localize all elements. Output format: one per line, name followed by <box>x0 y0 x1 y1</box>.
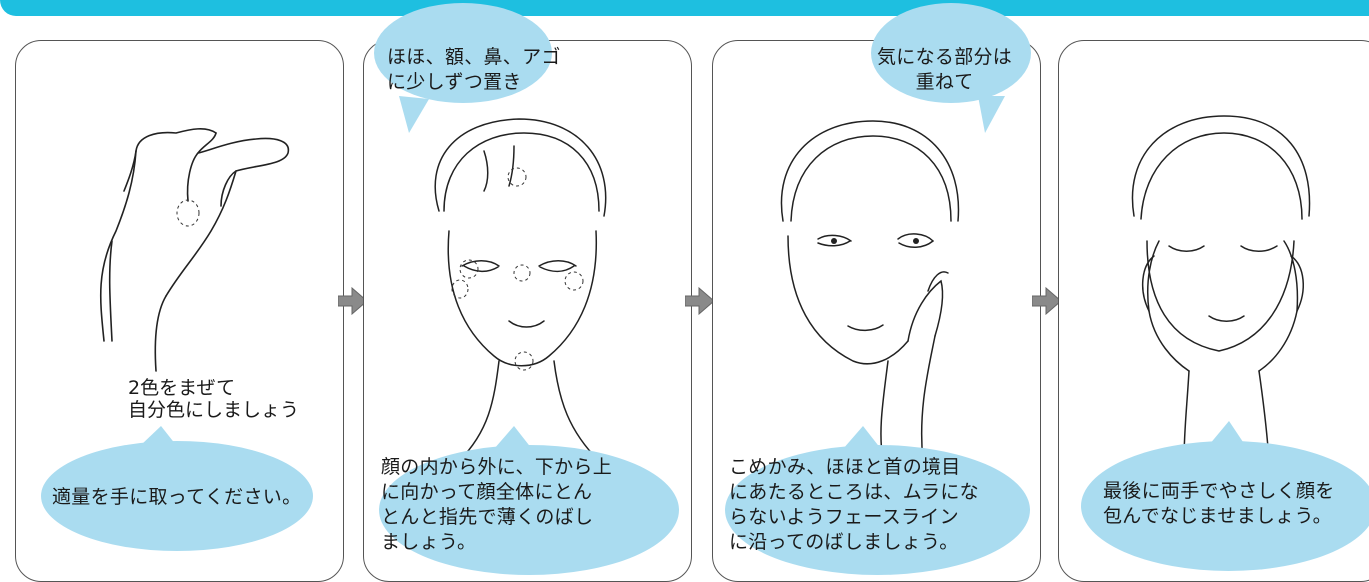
step-caption: こめかみ、ほほと首の境目 にあたるところは、ムラにな らないようフェースライン … <box>729 456 979 553</box>
top-bubble-text: 気になる部分は 重ねて <box>877 46 1013 93</box>
top-bubble-tail <box>399 96 429 133</box>
caption-bubble <box>725 445 1030 575</box>
face-illustration-hands <box>1131 115 1311 462</box>
top-bubble-tail <box>978 96 1005 133</box>
bubble-tail <box>141 426 176 445</box>
step-caption: 顔の内から外に、下から上 に向かって顔全体にとん とんと指先で薄くのばし ましょ… <box>381 456 613 553</box>
face-illustration-temple <box>780 120 960 462</box>
arrow-right-icon <box>338 287 368 315</box>
step-panel-1: 2色をまぜて 自分色にしましょう 適量を手に取ってください。 <box>15 40 344 582</box>
bubble-tail <box>494 426 532 449</box>
step-panel-2: ほほ、額、鼻、アゴ に少しずつ置き 顔の内から外に、下から上 に向かって顔全体に… <box>363 3 692 582</box>
step-panel-3: 気になる部分は 重ねて こめかみ、ほほと首の境目 にあたるところは、ムラにな ら… <box>712 3 1041 582</box>
step-caption: 最後に両手でやさしく顔を 包んでなじませましょう。 <box>1103 480 1335 527</box>
bubble-tail <box>843 426 881 449</box>
hand-note: 2色をまぜて 自分色にしましょう <box>128 377 300 421</box>
top-bubble <box>374 3 552 103</box>
caption-bubble <box>379 445 679 575</box>
bubble-tail <box>1209 421 1245 445</box>
step-panel-4: 最後に両手でやさしく顔を 包んでなじませましょう。 <box>1058 40 1369 582</box>
accent-header-bar <box>0 0 1369 16</box>
hand-illustration <box>99 128 290 372</box>
arrow-right-icon <box>685 287 715 315</box>
top-bubble <box>871 3 1031 103</box>
arrow-right-icon <box>1032 287 1062 315</box>
caption-bubble <box>41 441 313 551</box>
caption-bubble <box>1081 441 1369 571</box>
face-illustration-dots <box>434 118 607 462</box>
step-caption: 適量を手に取ってください。 <box>52 486 302 508</box>
top-bubble-text: ほほ、額、鼻、アゴ に少しずつ置き <box>387 46 561 93</box>
